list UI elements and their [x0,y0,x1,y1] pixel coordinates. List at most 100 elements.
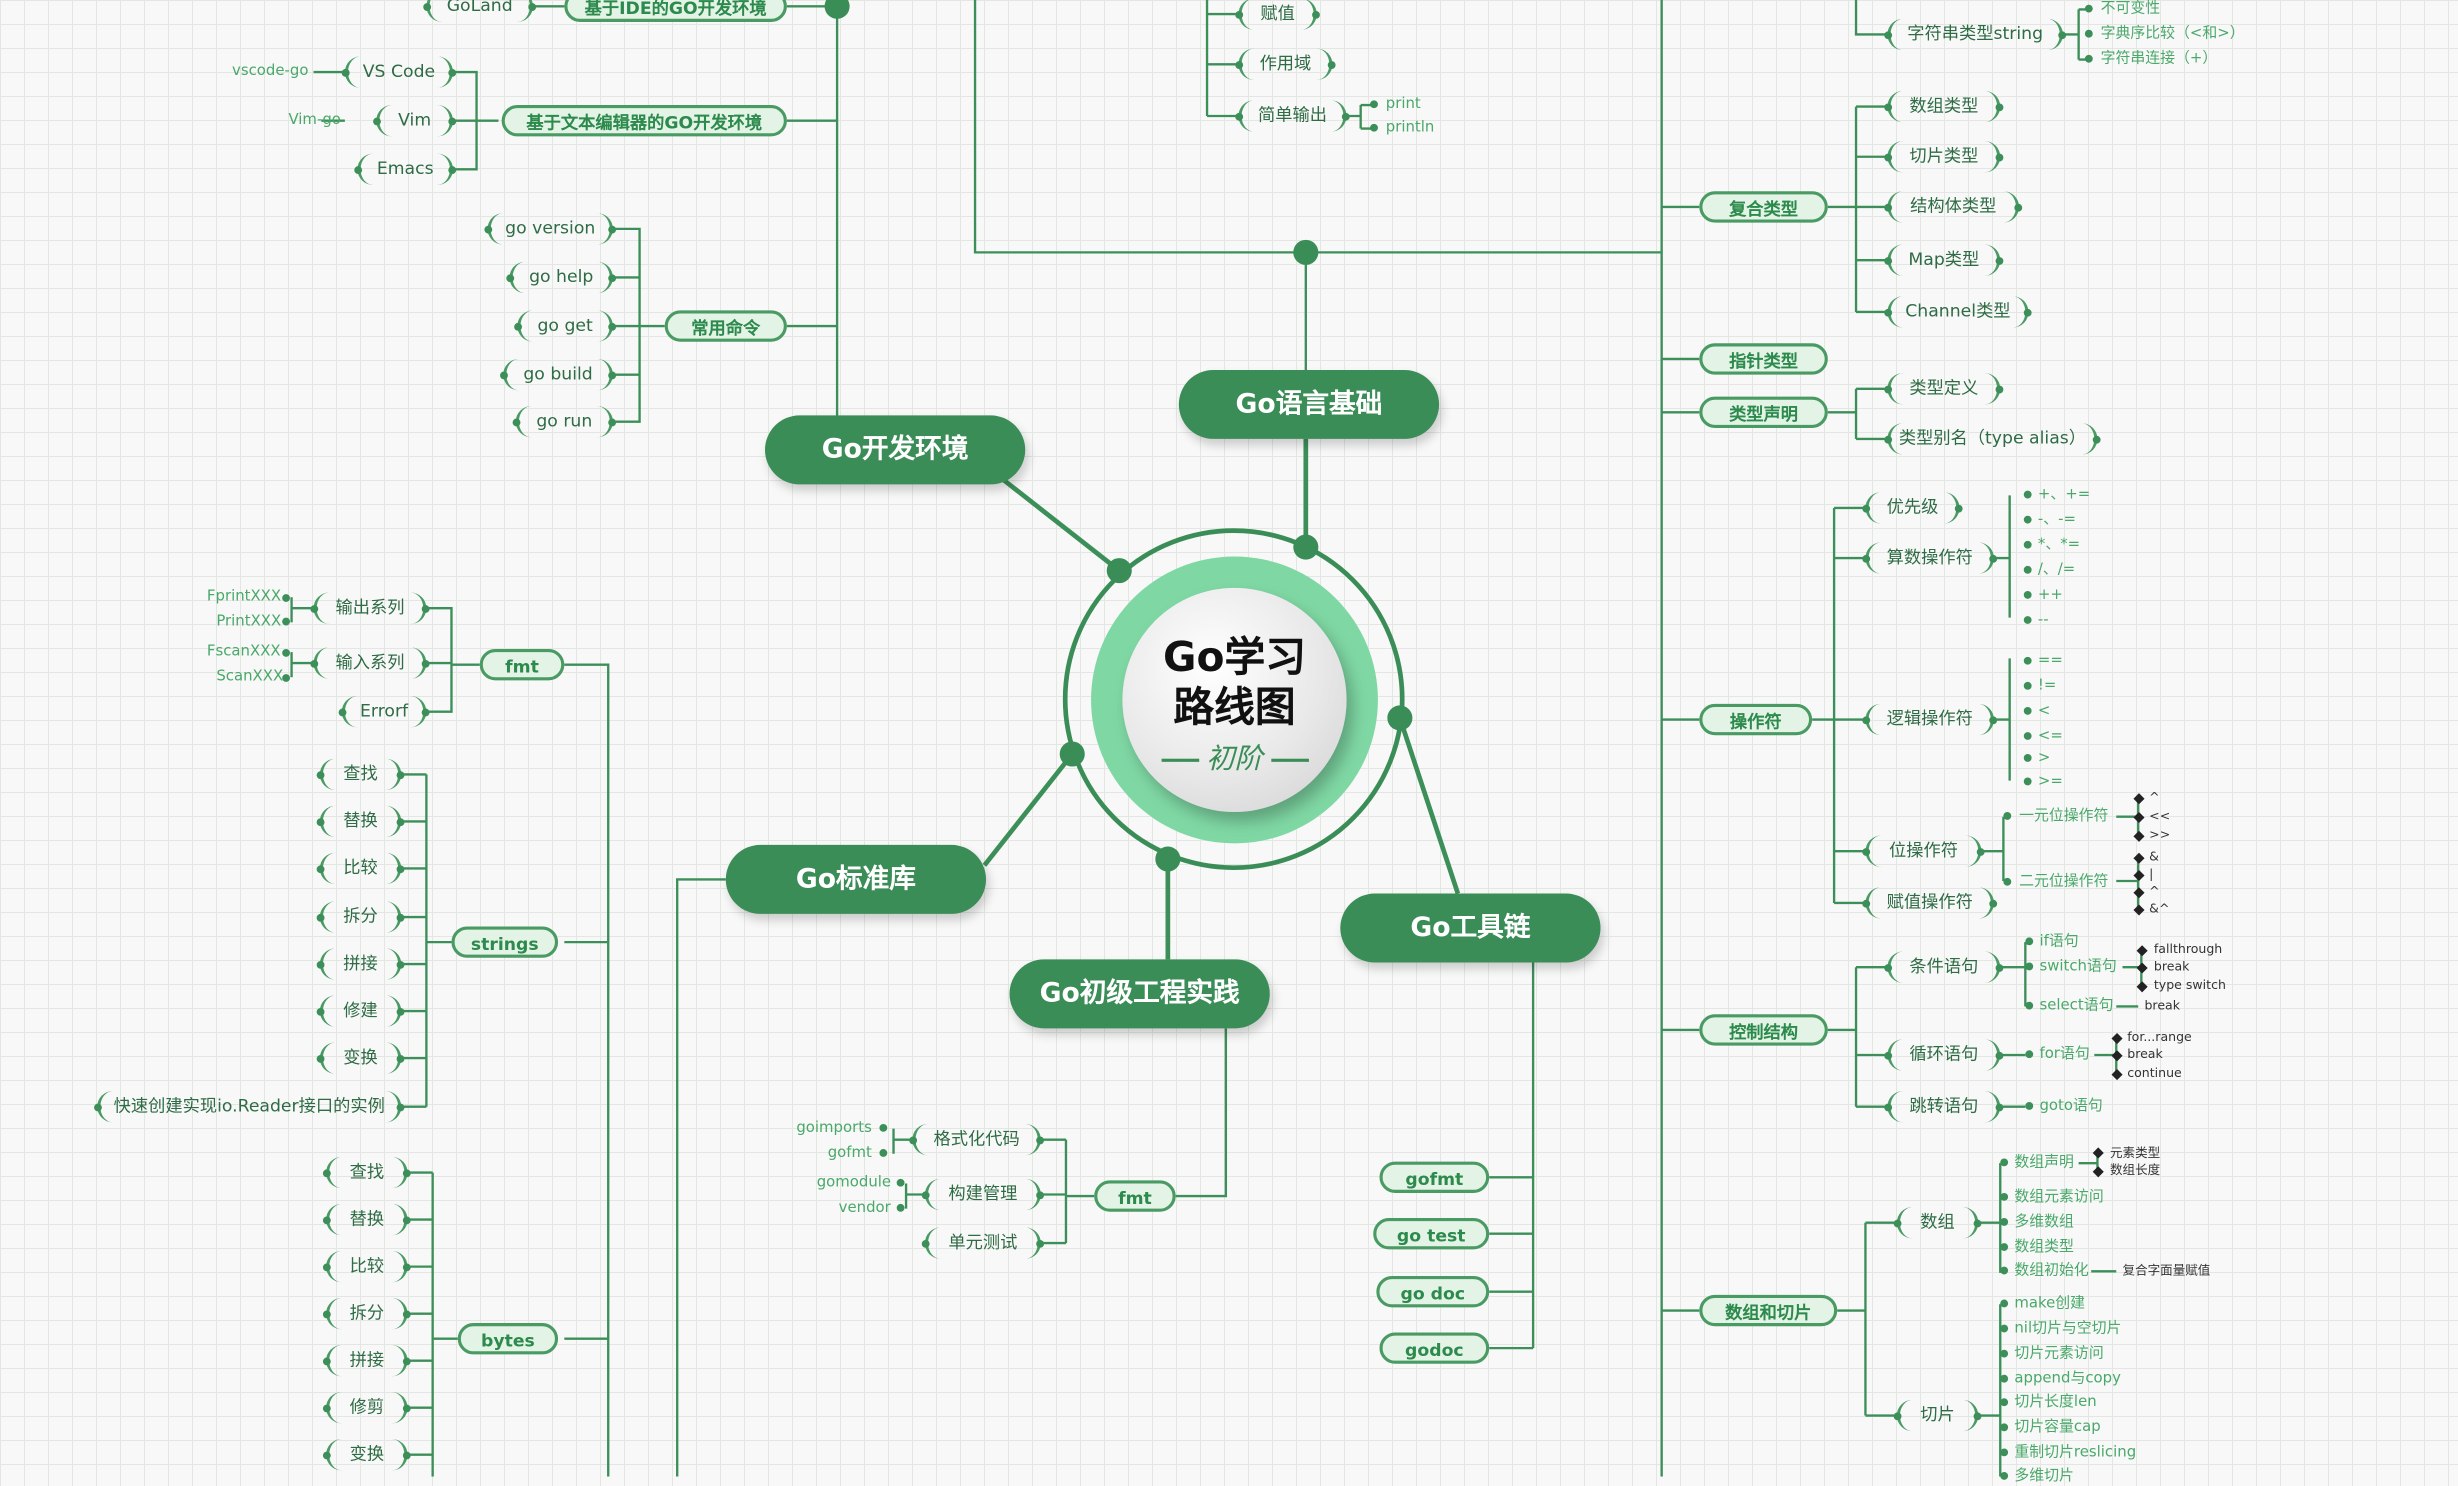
node-type-def[interactable]: 类型定义 [1884,373,2004,405]
topic-go-practice[interactable]: Go初级工程实践 [1009,959,1270,1029]
leaf-dot [2023,540,2032,549]
leaf-dot [896,1178,905,1187]
node-bytes[interactable]: bytes [457,1323,559,1355]
node-ide-env[interactable]: 基于IDE的GO开发环境 [564,0,787,22]
node-loop[interactable]: 循环语句 [1884,1039,2004,1071]
node-simple-output[interactable]: 简单输出 [1235,100,1350,132]
leaf-immutable: 不可变性 [2100,0,2161,18]
node-tool-gofmt[interactable]: gofmt [1379,1161,1490,1193]
leaf-dot [2000,1243,2009,1251]
node-jump[interactable]: 跳转语句 [1884,1091,2004,1123]
node-bytes-compare[interactable]: 比较 [322,1250,411,1283]
node-input-series[interactable]: 输入系列 [310,647,430,679]
leaf-dot [2025,1050,2034,1059]
node-strings-compare[interactable]: 比较 [316,852,405,885]
node-bytes-replace[interactable]: 替换 [322,1203,411,1236]
node-build-mgmt[interactable]: 构建管理 [921,1178,1045,1211]
node-strings-trim[interactable]: 修建 [316,995,405,1027]
leaf-binary-bit: 二元位操作符 [2019,873,2109,891]
node-fmt-lib[interactable]: fmt [479,648,565,681]
node-errorf[interactable]: Errorf [338,696,430,728]
leaf-arith: -、-= [2037,511,2077,529]
node-type-alias[interactable]: 类型别名（type alias） [1884,423,2101,455]
node-cmd-build[interactable]: go build [500,358,617,391]
leaf-dot [2000,1448,2009,1457]
leaf-dot [2025,937,2034,946]
node-tool-godoc-cmd[interactable]: go doc [1376,1276,1490,1308]
node-bytes-join[interactable]: 拼接 [322,1345,411,1377]
node-channel-type[interactable]: Channel类型 [1884,296,2032,328]
node-vscode[interactable]: VS Code [341,56,457,88]
node-map-type[interactable]: Map类型 [1884,244,2004,276]
node-emacs[interactable]: Emacs [354,153,457,185]
node-tool-gotest[interactable]: go test [1373,1218,1490,1250]
node-tool-godoc[interactable]: godoc [1379,1332,1490,1364]
node-strings[interactable]: strings [451,926,559,958]
node-strings-replace[interactable]: 替换 [316,805,405,838]
node-composite-type[interactable]: 复合类型 [1699,191,1828,223]
node-bytes-trim[interactable]: 修剪 [322,1392,411,1424]
node-unit-test[interactable]: 单元测试 [921,1227,1045,1259]
node-goland[interactable]: GoLand [423,0,537,22]
node-pointer-type[interactable]: 指针类型 [1699,343,1828,375]
node-assign[interactable]: 赋值 [1235,0,1320,30]
node-text-editor-env[interactable]: 基于文本编辑器的GO开发环境 [501,105,787,137]
leaf-slice-item: 切片长度len [2014,1393,2097,1411]
leaf-slice-item: 多维切片 [2014,1467,2074,1485]
topic-go-stdlib[interactable]: Go标准库 [725,844,987,914]
node-vim[interactable]: Vim [373,105,457,137]
leaf-dot [2000,1374,2009,1383]
leaf-logic: == [2037,652,2063,670]
node-slice-type[interactable]: 切片类型 [1884,141,2004,173]
leaf-dot [282,648,291,657]
leaf-dot [2023,565,2032,574]
node-condition[interactable]: 条件语句 [1884,951,2004,983]
node-format-code[interactable]: 格式化代码 [909,1123,1045,1156]
node-assign-op[interactable]: 赋值操作符 [1862,887,1998,919]
leaf-dot [2000,1423,2009,1432]
leaf-gomodule: gomodule [816,1174,892,1192]
node-output-series[interactable]: 输出系列 [310,592,430,624]
node-strings-join[interactable]: 拼接 [316,948,405,980]
node-cmd-run[interactable]: go run [512,406,617,438]
node-array-type[interactable]: 数组类型 [1884,90,2004,123]
leaf-unary-bit: 一元位操作符 [2019,807,2109,825]
node-array[interactable]: 数组 [1893,1207,1982,1239]
node-strings-transform[interactable]: 变换 [316,1042,405,1074]
node-logic-op[interactable]: 逻辑操作符 [1862,703,1998,736]
leaf-logic: <= [2037,727,2063,745]
node-priority[interactable]: 优先级 [1862,492,1963,524]
node-common-commands[interactable]: 常用命令 [664,310,787,342]
leaf-logic: != [2037,677,2057,695]
node-string-type[interactable]: 字符串类型string [1884,18,2067,51]
leaf-gofmt: gofmt [827,1144,872,1162]
node-cmd-version[interactable]: go version [484,213,617,245]
node-scope[interactable]: 作用域 [1235,48,1336,80]
node-bytes-find[interactable]: 查找 [322,1156,411,1189]
topic-go-env[interactable]: Go开发环境 [764,415,1026,485]
leaf-dot [896,1203,905,1212]
node-type-decl[interactable]: 类型声明 [1699,396,1828,428]
node-strings-reader[interactable]: 快速创建实现io.Reader接口的实例 [94,1091,405,1123]
topic-go-toolchain[interactable]: Go工具链 [1340,893,1601,963]
node-bytes-transform[interactable]: 变换 [322,1439,411,1471]
node-operators[interactable]: 操作符 [1699,703,1813,736]
node-cmd-help[interactable]: go help [506,261,617,294]
leaf-dot [2084,29,2093,38]
leaf-array-item: 数组类型 [2014,1238,2074,1256]
node-struct-type[interactable]: 结构体类型 [1884,191,2023,223]
node-array-slice[interactable]: 数组和切片 [1699,1294,1838,1327]
node-arith-op[interactable]: 算数操作符 [1862,542,1998,574]
node-control[interactable]: 控制结构 [1699,1014,1828,1046]
node-bit-op[interactable]: 位操作符 [1862,835,1985,867]
node-slice[interactable]: 切片 [1893,1399,1982,1432]
leaf-slice-item: 切片元素访问 [2014,1345,2104,1363]
node-strings-split[interactable]: 拆分 [316,901,405,933]
node-bytes-split[interactable]: 拆分 [322,1297,411,1330]
node-cmd-get[interactable]: go get [514,310,617,342]
leaf-slice-item: make创建 [2014,1294,2086,1313]
node-practice-fmt[interactable]: fmt [1094,1180,1176,1212]
node-strings-find[interactable]: 查找 [316,758,405,791]
topic-go-basic[interactable]: Go语言基础 [1178,369,1440,439]
